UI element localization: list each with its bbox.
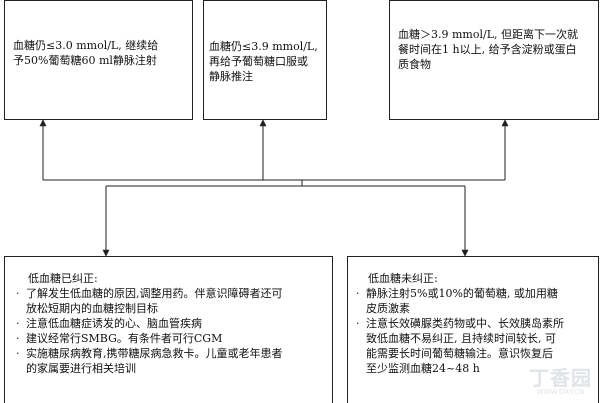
box-text-line: 血糖＞3.9 mmol/L, 但距离下一次就 [398, 28, 578, 41]
list-item: 了解发生低血糖的原因,调整用药。伴意识障碍者还可 放松短期内的血糖控制目标 [14, 286, 283, 316]
item-line: 能需要长时间葡萄糖输注。意识恢复后 [366, 347, 553, 360]
item-list: 了解发生低血糖的原因,调整用药。伴意识障碍者还可 放松短期内的血糖控制目标 注意… [14, 286, 283, 376]
item-line: 实施糖尿病教育,携带糖尿病急救卡。儿童或老年患者 [26, 347, 283, 360]
box-text-line: 再给予葡萄糖口服或 [209, 55, 308, 68]
box-top-left: 血糖仍≤3.0 mmol/L, 继续给 予50%葡萄糖60 ml静脉注射 [4, 0, 193, 120]
item-line: 建议经常行SMBG。有条件者可行CGM [26, 332, 223, 345]
box-text-line: 血糖仍≤3.9 mmol/L, [209, 40, 318, 53]
box-title: 低血糖未纠正: [368, 272, 438, 285]
box-bottom-right-text: 低血糖未纠正: 静脉注射5%或10%的葡萄糖, 或加用糖 皮质激素 注意长效磺脲… [356, 271, 564, 376]
box-bottom-right: 低血糖未纠正: 静脉注射5%或10%的葡萄糖, 或加用糖 皮质激素 注意长效磺脲… [347, 256, 599, 403]
list-item: 注意低血糖症诱发的心、脑血管疾病 [14, 316, 283, 331]
box-top-middle-text: 血糖仍≤3.9 mmol/L, 再给予葡萄糖口服或 静脉推注 [209, 39, 318, 84]
box-text-line: 予50%葡萄糖60 ml静脉注射 [13, 54, 157, 67]
item-line: 静脉注射5%或10%的葡萄糖, 或加用糖 [366, 287, 558, 300]
box-bottom-left-text: 低血糖已纠正: 了解发生低血糖的原因,调整用药。伴意识障碍者还可 放松短期内的血… [16, 271, 283, 376]
item-line: 注意低血糖症诱发的心、脑血管疾病 [26, 317, 202, 330]
item-line: 的家属要进行相关培训 [26, 362, 136, 375]
item-line: 了解发生低血糖的原因,调整用药。伴意识障碍者还可 [26, 287, 283, 300]
box-top-right: 血糖＞3.9 mmol/L, 但距离下一次就 餐时间在1 h以上, 给予含淀粉或… [389, 0, 599, 120]
box-top-right-text: 血糖＞3.9 mmol/L, 但距离下一次就 餐时间在1 h以上, 给予含淀粉或… [398, 27, 578, 72]
watermark: 丁香园 WWW.DXY.CN [529, 368, 592, 397]
item-line: 致低血糖不易纠正, 且持续时间较长, 可 [366, 332, 556, 345]
box-text-line: 餐时间在1 h以上, 给予含淀粉或蛋白 [398, 43, 577, 56]
box-text-line: 血糖仍≤3.0 mmol/L, 继续给 [13, 39, 159, 52]
watermark-logo: 丁香园 [529, 366, 592, 390]
list-item: 注意长效磺脲类药物或中、长效胰岛素所 致低血糖不易纠正, 且持续时间较长, 可 … [354, 316, 564, 376]
box-title: 低血糖已纠正: [28, 272, 98, 285]
box-top-middle: 血糖仍≤3.9 mmol/L, 再给予葡萄糖口服或 静脉推注 [203, 0, 327, 120]
watermark-url: WWW.DXY.CN [536, 388, 585, 396]
item-list: 静脉注射5%或10%的葡萄糖, 或加用糖 皮质激素 注意长效磺脲类药物或中、长效… [354, 286, 564, 376]
box-text-line: 质食物 [398, 58, 431, 71]
item-line: 皮质激素 [366, 302, 410, 315]
box-bottom-left: 低血糖已纠正: 了解发生低血糖的原因,调整用药。伴意识障碍者还可 放松短期内的血… [4, 256, 333, 403]
box-top-left-text: 血糖仍≤3.0 mmol/L, 继续给 予50%葡萄糖60 ml静脉注射 [13, 38, 158, 68]
item-line: 至少监测血糖24~48 h [366, 362, 480, 375]
box-text-line: 静脉推注 [209, 70, 253, 83]
list-item: 静脉注射5%或10%的葡萄糖, 或加用糖 皮质激素 [354, 286, 564, 316]
list-item: 建议经常行SMBG。有条件者可行CGM [14, 331, 283, 346]
list-item: 实施糖尿病教育,携带糖尿病急救卡。儿童或老年患者 的家属要进行相关培训 [14, 346, 283, 376]
item-line: 注意长效磺脲类药物或中、长效胰岛素所 [366, 317, 564, 330]
item-line: 放松短期内的血糖控制目标 [26, 302, 158, 315]
